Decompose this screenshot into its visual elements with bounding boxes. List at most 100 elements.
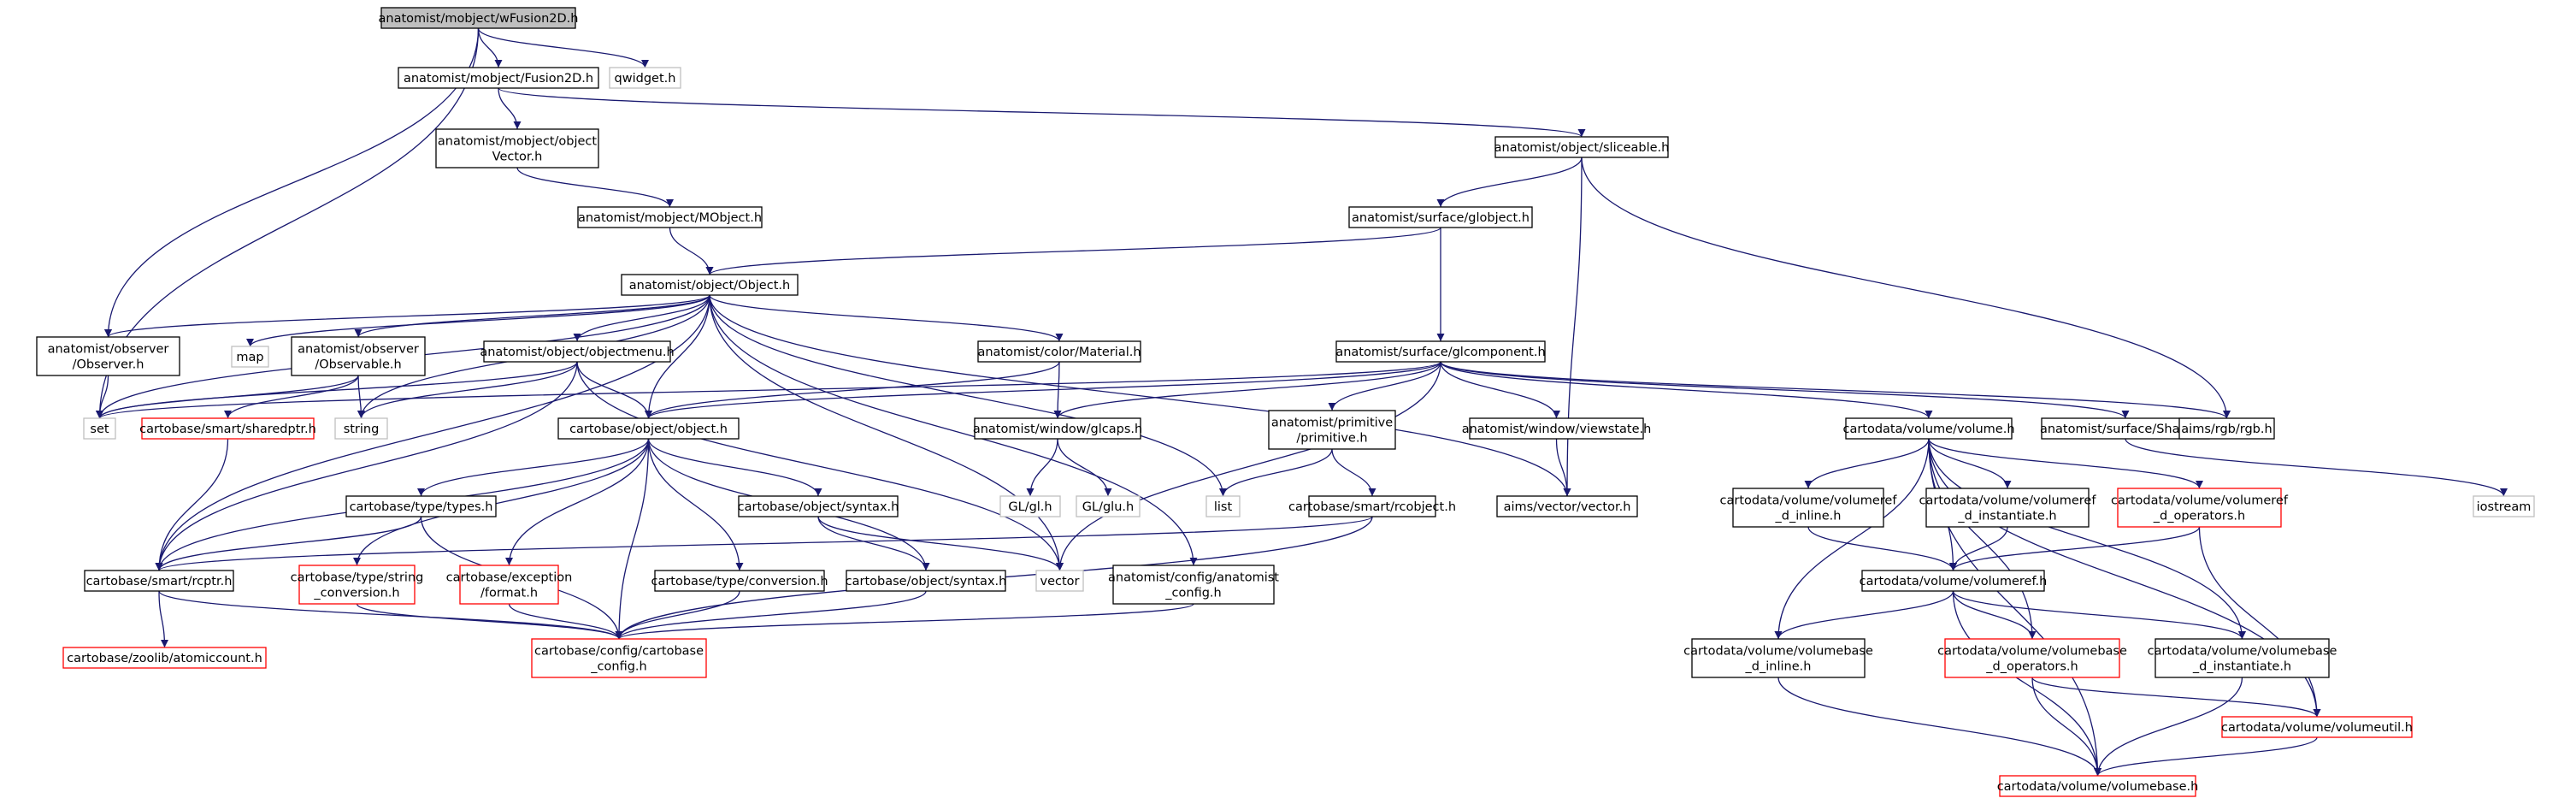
- edge-n26-to-n40: [817, 516, 1064, 571]
- node-box: [577, 206, 763, 228]
- edge-n7-to-n17: [645, 294, 710, 419]
- edge-n7-to-n11: [573, 294, 710, 342]
- graph-node[interactable]: cartodata/volume/volumeref_d_instantiate…: [1919, 488, 2097, 528]
- graph-node[interactable]: anatomist/observer/Observer.h: [36, 336, 180, 376]
- edge-n17-to-n38: [647, 438, 744, 571]
- node-label: qwidget.h: [615, 72, 676, 86]
- graph-node[interactable]: cartodata/volume/volumeref_d_inline.h: [1720, 488, 1898, 528]
- graph-node[interactable]: anatomist/object/objectmenu.h: [480, 340, 675, 363]
- edge-n1-to-n3: [498, 87, 522, 130]
- graph-node[interactable]: anatomist/mobject/Fusion2D.h: [398, 67, 599, 89]
- graph-node[interactable]: anatomist/mobject/wFusion2D.h: [379, 7, 579, 29]
- node-box: [2221, 716, 2413, 738]
- graph-node[interactable]: cartodata/volume/volumeutil.h: [2221, 716, 2413, 738]
- node-label: anatomist/color/Material.h: [977, 346, 1141, 359]
- edge-n13-to-n23: [1440, 361, 2231, 419]
- node-box: [846, 570, 1006, 592]
- edge-n12-to-n17: [645, 361, 1060, 419]
- graph-node[interactable]: cartodata/volume/volumeref.h: [1860, 570, 2048, 592]
- edge-n42-to-n45: [1774, 590, 1954, 640]
- node-label: cartodata/volume/volumeref: [1919, 494, 2097, 508]
- graph-node[interactable]: cartodata/volume/volumebase_d_instantiat…: [2148, 638, 2337, 678]
- graph-node[interactable]: cartobase/smart/rcobject.h: [1288, 495, 1456, 517]
- graph-node[interactable]: cartodata/volume/volume.h: [1842, 417, 2015, 440]
- graph-node[interactable]: cartobase/config/cartobase_config.h: [531, 638, 707, 678]
- node-box: [1469, 417, 1644, 440]
- graph-node[interactable]: cartobase/type/string_conversion.h: [291, 565, 424, 605]
- edge-n13-to-n17: [645, 361, 1441, 419]
- graph-node: GL/gl.h: [999, 495, 1061, 517]
- graph-node[interactable]: cartobase/object/syntax.h: [846, 570, 1007, 592]
- node-box: [141, 417, 315, 440]
- graph-node[interactable]: aims/vector/vector.h: [1496, 495, 1638, 517]
- graph-node[interactable]: cartobase/type/types.h: [345, 495, 497, 517]
- node-label: cartodata/volume/volumebase.h: [1997, 780, 2199, 794]
- graph-node[interactable]: cartobase/object/object.h: [557, 417, 740, 440]
- edge-n18-to-n27: [1026, 438, 1058, 497]
- graph-node: list: [1205, 495, 1241, 517]
- graph-node[interactable]: cartobase/zoolib/atomiccount.h: [62, 647, 267, 669]
- graph-node[interactable]: cartodata/volume/volumeref_d_operators.h: [2111, 488, 2289, 528]
- edge-n25-to-n35: [155, 516, 422, 571]
- graph-node[interactable]: cartobase/smart/rcptr.h: [84, 570, 234, 592]
- graph-node[interactable]: cartobase/object/syntax.h: [738, 495, 899, 517]
- node-label: /Observable.h: [315, 358, 401, 372]
- edge-n34-to-n48: [2198, 526, 2321, 718]
- graph-node[interactable]: cartodata/volume/volumebase.h: [1997, 775, 2199, 797]
- graph-node[interactable]: anatomist/primitive/primitive.h: [1268, 410, 1396, 450]
- graph-node[interactable]: cartobase/type/conversion.h: [651, 570, 828, 592]
- node-label: _d_instantiate.h: [2192, 660, 2291, 674]
- graph-node[interactable]: cartodata/volume/volumebase_d_operators.…: [1937, 638, 2127, 678]
- edge-n15-to-n35: [155, 438, 229, 571]
- edge-n7-to-n8: [104, 294, 710, 338]
- node-box: [435, 128, 599, 169]
- graph-node: vector: [1035, 570, 1084, 592]
- graph-node[interactable]: anatomist/observer/Observable.h: [291, 336, 426, 376]
- node-label: /primitive.h: [1296, 432, 1367, 446]
- graph-node[interactable]: anatomist/color/Material.h: [977, 340, 1141, 363]
- graph-node[interactable]: anatomist/object/Object.h: [621, 274, 799, 296]
- node-box: [483, 340, 671, 363]
- node-label: map: [236, 351, 263, 364]
- edge-n7-to-n12: [709, 294, 1064, 342]
- graph-node[interactable]: cartobase/exception/format.h: [446, 565, 573, 605]
- graph-node[interactable]: cartodata/volume/volumebase_d_inline.h: [1683, 638, 1873, 678]
- node-box: [1308, 495, 1436, 517]
- node-label: cartodata/volume/volumeref: [1720, 494, 1898, 508]
- edge-n22-to-n24: [2125, 438, 2508, 497]
- edge-n21-to-n46: [1928, 438, 2037, 640]
- node-box: [2473, 495, 2535, 517]
- node-box: [738, 495, 899, 517]
- node-label: _config.h: [590, 660, 646, 674]
- graph-node[interactable]: cartobase/smart/sharedptr.h: [139, 417, 316, 440]
- edge-n21-to-n34: [1928, 438, 2203, 489]
- node-box: [84, 570, 234, 592]
- edge-n13-to-n18: [1053, 361, 1441, 419]
- graph-node[interactable]: anatomist/mobject/MObject.h: [577, 206, 763, 228]
- graph-node: iostream: [2473, 495, 2535, 517]
- graph-node[interactable]: anatomist/surface/glcomponent.h: [1335, 340, 1546, 363]
- node-label: cartodata/volume/volumebase: [1937, 645, 2127, 659]
- node-box: [62, 647, 267, 669]
- graph-node[interactable]: aims/rgb/rgb.h: [2178, 417, 2275, 440]
- edge-n7-to-n9: [246, 294, 710, 347]
- edge-n41-to-n44: [615, 603, 1194, 640]
- node-box: [609, 67, 681, 89]
- graph-node[interactable]: anatomist/window/glcaps.h: [973, 417, 1142, 440]
- edge-n13-to-n22: [1440, 361, 2130, 419]
- node-box: [1035, 570, 1084, 592]
- graph-node[interactable]: anatomist/surface/globject.h: [1348, 206, 1533, 228]
- edge-n7-to-n35: [155, 294, 710, 571]
- node-box: [36, 336, 180, 376]
- node-box: [1348, 206, 1533, 228]
- edge-n42-to-n46: [1952, 590, 2037, 640]
- graph-node[interactable]: anatomist/object/sliceable.h: [1494, 136, 1670, 158]
- graph-node[interactable]: anatomist/config/anatomist_config.h: [1108, 565, 1279, 605]
- edge-n48-to-n49: [2094, 736, 2318, 777]
- edge-n21-to-n33: [1928, 438, 2012, 489]
- edge-n21-to-n45: [1774, 438, 1930, 640]
- edge-n17-to-n36: [353, 438, 650, 566]
- graph-node[interactable]: anatomist/window/viewstate.h: [1462, 417, 1652, 440]
